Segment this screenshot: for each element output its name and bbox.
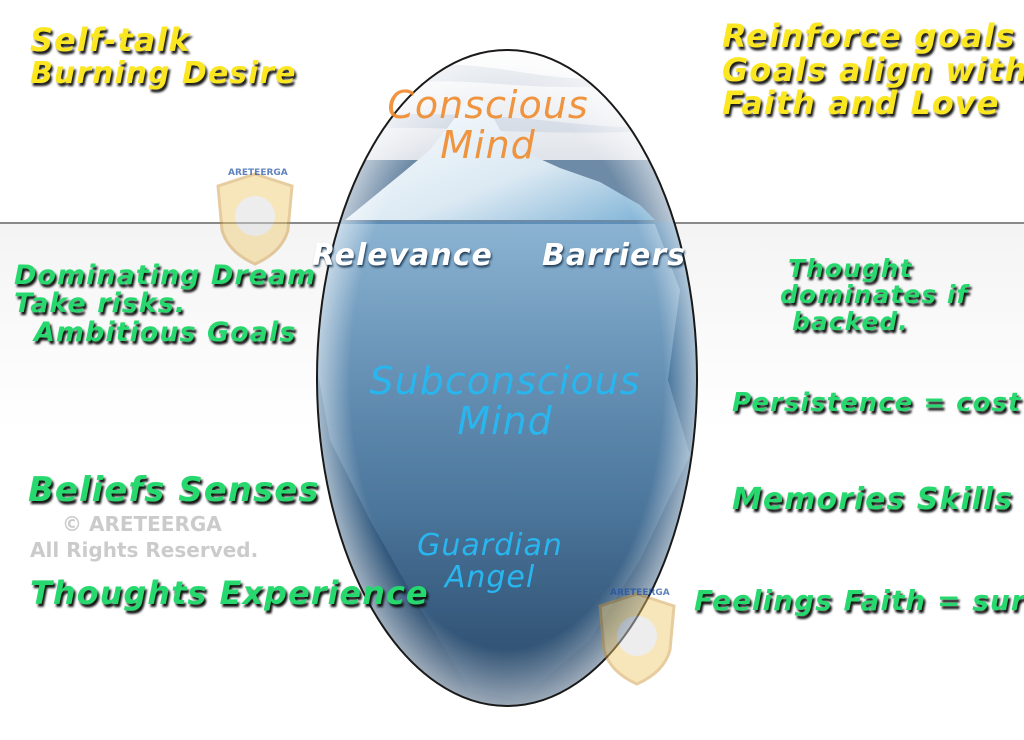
right-top-notes: Thought dominates if backed. xyxy=(780,254,969,336)
conscious-mind-label: Conscious Mind xyxy=(378,83,598,167)
goals-align-label: Goals align with xyxy=(722,50,1024,89)
ambitious-goals-label: Ambitious Goals xyxy=(34,316,297,348)
logo-shield-icon xyxy=(216,172,294,266)
top-left-notes: Self-talk Burning Desire xyxy=(30,21,297,91)
persistence-label: Persistence = cost xyxy=(732,388,1022,418)
logo-text: ARETEERGA xyxy=(610,588,670,598)
guardian-angel-label: Guardian Angel xyxy=(400,530,580,593)
dominates-if-label: dominates if xyxy=(780,280,969,310)
watermark-copyright: © ARETEERGA xyxy=(62,512,222,536)
logo-shield-icon xyxy=(598,592,676,686)
dominating-dream-label: Dominating Dream xyxy=(14,260,317,291)
feelings-faith-label: Feelings Faith = sure xyxy=(694,584,1024,617)
top-right-notes: Reinforce goals Goals align with Faith a… xyxy=(722,17,1024,123)
reinforce-goals-label: Reinforce goals xyxy=(722,17,1016,55)
left-middle-notes: Dominating Dream Take risks. Ambitious G… xyxy=(14,260,317,348)
conscious-word: Conscious xyxy=(387,83,589,127)
subconscious-mind-word: Mind xyxy=(457,398,553,443)
take-risks-label: Take risks. xyxy=(14,288,187,320)
relevance-label: Relevance xyxy=(312,238,493,273)
beliefs-senses-label: Beliefs Senses xyxy=(28,470,320,510)
subconscious-word: Subconscious xyxy=(369,359,641,403)
subconscious-mind-label: Subconscious Mind xyxy=(355,359,655,443)
backed-label: backed. xyxy=(792,306,909,336)
burning-desire-label: Burning Desire xyxy=(30,55,297,91)
watermark-rights: All Rights Reserved. xyxy=(30,538,259,562)
conscious-mind-word: Mind xyxy=(440,122,536,167)
self-talk-label: Self-talk xyxy=(30,21,191,59)
thoughts-experience-label: Thoughts Experience xyxy=(30,574,429,612)
thought-label: Thought xyxy=(788,254,913,283)
guardian-word: Guardian xyxy=(417,528,563,563)
faith-love-label: Faith and Love xyxy=(722,84,1000,123)
memories-skills-label: Memories Skills xyxy=(732,482,1014,517)
angel-word: Angel xyxy=(444,559,536,595)
barriers-label: Barriers xyxy=(542,238,686,273)
logo-text: ARETEERGA xyxy=(228,168,288,178)
